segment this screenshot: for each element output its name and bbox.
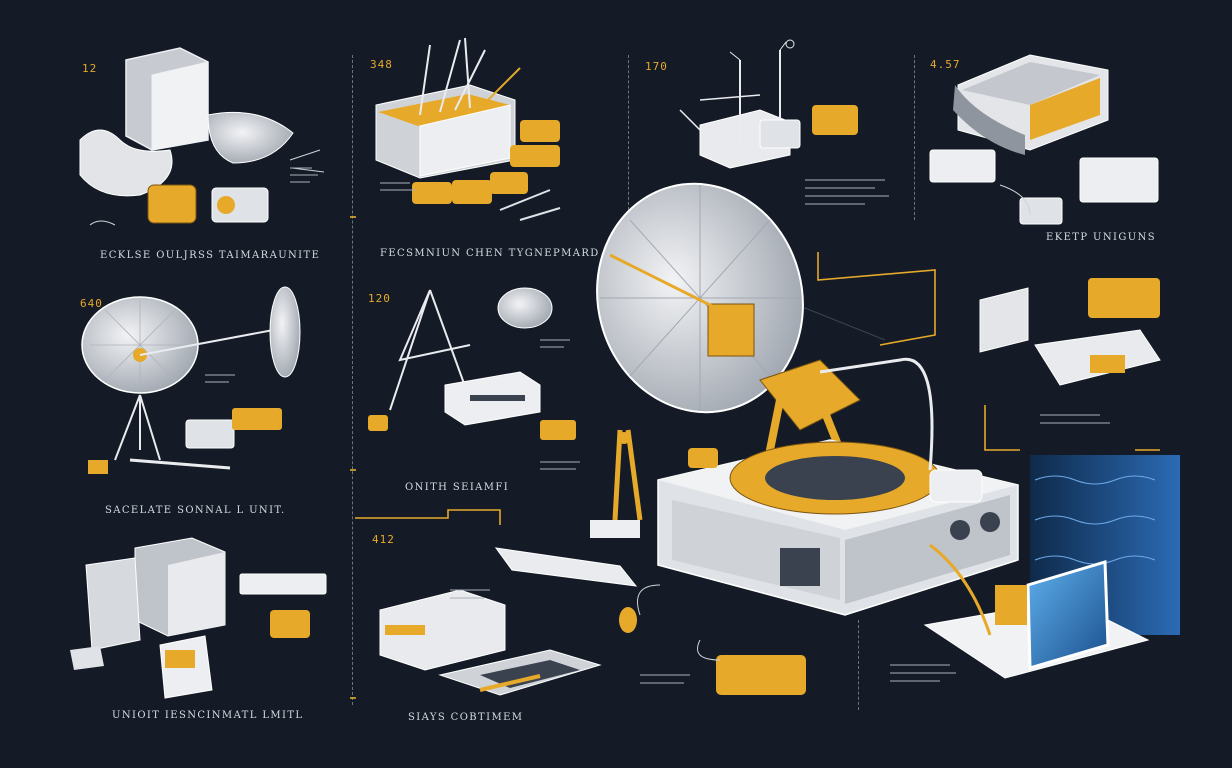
gold-part-bottom — [619, 584, 806, 695]
panel-number-8: 412 — [372, 533, 395, 546]
panel-2-drawing — [375, 37, 561, 221]
panel-caption-1: ECKLSE OULJRSS TAIMARAUNITE — [100, 250, 321, 261]
panel-number-1: 12 — [82, 62, 98, 75]
annotation-marks — [205, 167, 1110, 684]
panel-caption-2: FECSMNIUN CHEN TYGNEPMARD — [380, 248, 600, 259]
panel-caption-7: UNIOIT IESNCINMATL LMITL — [112, 710, 304, 721]
divider-1 — [352, 55, 353, 705]
panel-number-2: 348 — [370, 58, 393, 71]
panel-6-drawing — [368, 287, 576, 440]
panel-8-drawing — [379, 547, 638, 696]
divider-3 — [914, 55, 915, 220]
panel-7-drawing — [70, 537, 327, 699]
panel-number-3: 170 — [645, 60, 668, 73]
panel-caption-8: SIAYS COBTIMEM — [408, 712, 524, 723]
panel-caption-6: ONITH SEIAMFI — [405, 482, 510, 493]
panel-caption-5: SACELATE SONNAL L UNIT. — [105, 505, 286, 516]
panel-5-drawing — [81, 286, 301, 474]
panel-number-5: 640 — [80, 297, 103, 310]
panel-caption-4: EKETP UNIGUNS — [1046, 232, 1156, 243]
monitor-drawing — [923, 455, 1180, 679]
main-antenna-drawing — [590, 182, 1019, 616]
panel-1-drawing — [79, 47, 325, 226]
divider-4 — [858, 620, 859, 710]
divider-2 — [628, 55, 629, 215]
connector-lines — [350, 216, 1160, 699]
panel-number-4: 4.57 — [930, 58, 961, 71]
right-kit-drawing — [979, 278, 1161, 386]
panel-number-6: 120 — [368, 292, 391, 305]
panel-3-drawing — [679, 39, 858, 169]
panel-4-drawing — [929, 54, 1159, 225]
